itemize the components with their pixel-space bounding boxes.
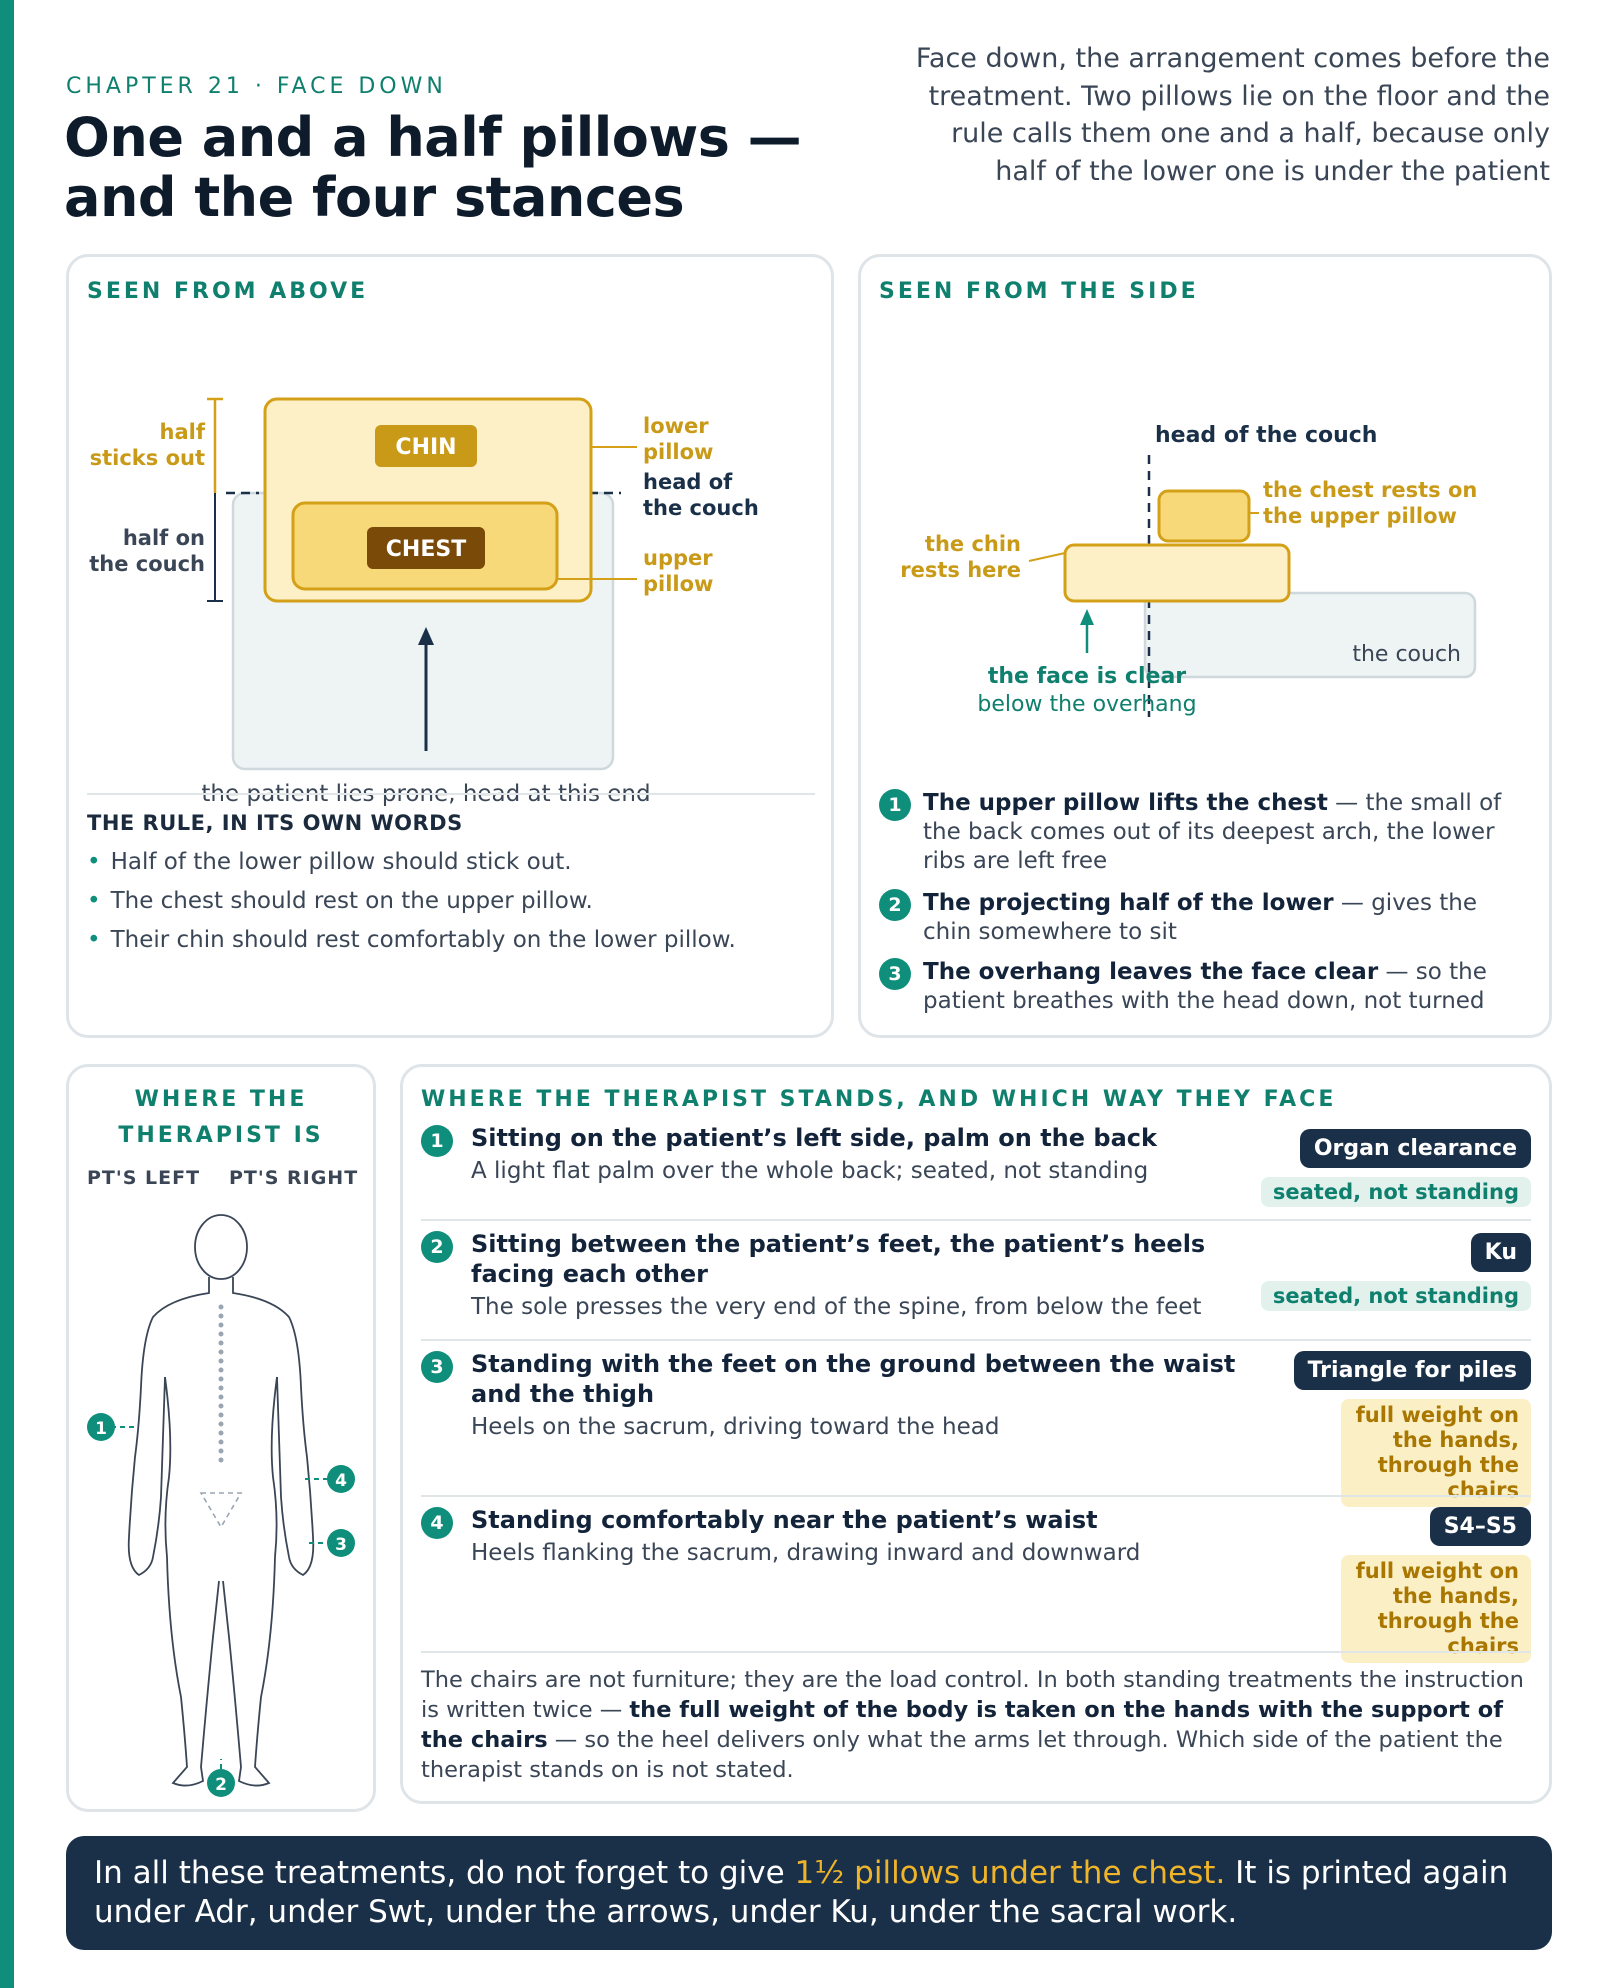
where-title-1: WHERE THE [134,1087,308,1112]
chin-label: CHIN [395,435,456,460]
page-title: One and a half pillows — and the four st… [64,106,802,229]
card-stances: WHERE THE THERAPIST STANDS, AND WHICH WA… [400,1064,1552,1804]
lower-pillow-label-2: pillow [643,440,713,464]
card-title-above: SEEN FROM ABOVE [87,279,369,304]
lower-pillow-side [1063,543,1291,603]
stance-2-badge: 2 [421,1231,453,1263]
upper-pillow-label-1: upper [643,546,713,570]
chapter-label: CHAPTER 21 · FACE DOWN [66,74,447,99]
upper-pillow-label-2: pillow [643,572,713,596]
chairs-note: The chairs are not furniture; they are t… [421,1667,1524,1783]
card-seen-from-side: SEEN FROM THE SIDE the couch head of the… [858,254,1552,1038]
accent-bar [0,0,14,1988]
marker-2: 2 [215,1775,227,1795]
side-view-diagram: the couch head of the couch the chest re… [900,423,1477,717]
marker-4: 4 [335,1471,347,1491]
side-note-1: 1 The upper pillow lifts the chest — the… [879,789,1529,876]
rule-item-3: •Their chin should rest comfortably on t… [87,927,736,953]
head-couch-label-1: head of [643,470,733,494]
pt-left-label: PT'S LEFT [87,1167,201,1189]
note-stance-2: seated, not standing [1260,1281,1531,1311]
side-note-2: 2 The projecting half of the lower — giv… [879,889,1529,947]
stance-3-title: Standing with the feet on the ground bet… [471,1350,1236,1408]
upper-pillow-side [1157,489,1251,543]
tag-s4-s5: S4–S5 [1429,1507,1531,1546]
tag-ku: Ku [1470,1233,1531,1272]
rule-item-1: •Half of the lower pillow should stick o… [87,849,572,875]
half-on-label-1: half on [123,526,205,550]
face-clear-label: the face is clear [988,664,1186,689]
marker-1: 1 [95,1419,107,1439]
chest-rests-label-2: the upper pillow [1263,504,1457,528]
stance-4-title: Standing comfortably near the patient’s … [471,1506,1098,1534]
note-stance-4: full weight on the hands, through the ch… [1341,1555,1531,1663]
top-view-diagram: CHIN CHEST half sticks out half on the c… [89,397,759,807]
stance-1-title: Sitting on the patient’s left side, palm… [471,1124,1157,1152]
chest-rests-label-1: the chest rests on [1263,478,1477,502]
couch-side [1143,591,1477,679]
footer-highlight: 1½ pillows under the chest. [794,1855,1226,1891]
card-title-side: SEEN FROM THE SIDE [879,279,1199,304]
where-title-2: THERAPIST IS [118,1123,324,1148]
intro-text: Face down, the arrangement comes before … [915,43,1550,187]
tag-triangle-for-piles: Triangle for piles [1293,1351,1531,1390]
stance-4-sub: Heels flanking the sacrum, drawing inwar… [471,1540,1141,1566]
pt-right-label: PT'S RIGHT [229,1167,359,1189]
chest-badge [367,527,485,569]
card-where-therapist: WHERE THE THERAPIST IS PT'S LEFT PT'S RI… [66,1064,376,1812]
stance-3-sub: Heels on the sacrum, driving toward the … [471,1414,1000,1440]
head-of-couch-label: head of the couch [1155,423,1377,448]
half-out-label-1: half [160,420,206,444]
head-couch-label-2: the couch [643,496,759,520]
stance-1-sub: A light flat palm over the whole back; s… [471,1158,1149,1184]
stance-4-badge: 4 [421,1507,453,1539]
footer-banner: In all these treatments, do not forget t… [66,1836,1552,1950]
marker-3: 3 [335,1535,347,1555]
chin-badge [375,425,477,467]
half-out-label-2: sticks out [90,446,205,470]
rule-item-2: •The chest should rest on the upper pill… [87,888,593,914]
chest-label: CHEST [386,537,466,562]
chin-rests-label-2: rests here [900,558,1021,582]
note-3-badge: 3 [879,958,911,990]
side-note-3: 3 The overhang leaves the face clear — s… [879,958,1529,1016]
stance-3-badge: 3 [421,1351,453,1383]
half-on-label-2: the couch [89,552,205,576]
chin-rests-label-1: the chin [925,532,1021,556]
note-1-badge: 1 [879,789,911,821]
lower-pillow-label-1: lower [643,414,709,438]
stance-2-title: Sitting between the patient’s feet, the … [471,1230,1206,1288]
couch-label: the couch [1352,642,1461,667]
rule-heading: THE RULE, IN ITS OWN WORDS [87,811,463,835]
stance-1-badge: 1 [421,1125,453,1157]
note-2-badge: 2 [879,889,911,921]
stance-2-sub: The sole presses the very end of the spi… [471,1294,1202,1320]
tag-organ-clearance: Organ clearance [1299,1129,1531,1168]
card-seen-from-above: SEEN FROM ABOVE CHIN CHEST half sticks o… [66,254,834,1038]
body-figure: 1 4 3 2 [87,1214,355,1797]
note-stance-1: seated, not standing [1260,1177,1531,1207]
below-overhang-label: below the overhang [977,692,1196,717]
note-stance-3: full weight on the hands, through the ch… [1341,1399,1531,1507]
stances-title: WHERE THE THERAPIST STANDS, AND WHICH WA… [421,1087,1337,1112]
